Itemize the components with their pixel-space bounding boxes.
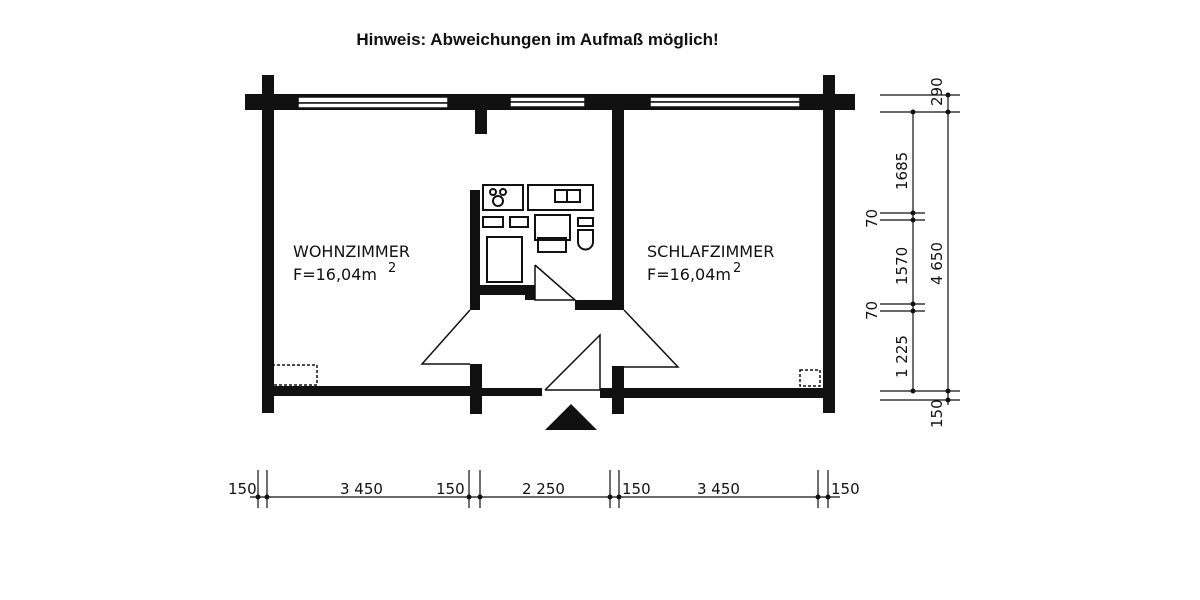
room-name-wohnzimmer: WOHNZIMMER [293,242,410,261]
room-area-wohnzimmer: F=16,04m [293,265,377,284]
svg-text:1 225: 1 225 [893,335,911,378]
washbasin-icon [537,237,567,253]
room-name-schlafzimmer: SCHLAFZIMMER [647,242,774,261]
svg-text:2 250: 2 250 [522,480,565,498]
svg-text:150: 150 [228,480,257,498]
sink-icon [527,184,594,211]
svg-text:3 450: 3 450 [340,480,383,498]
room-area-exp: 2 [733,261,741,276]
stove-icon [482,184,524,211]
toilet-icon [577,229,594,251]
radiator-icon [271,364,318,386]
svg-text:70: 70 [863,209,881,228]
notice-text: Hinweis: Abweichungen im Aufmaß möglich! [356,30,719,49]
entrance-arrow-icon [545,404,597,430]
svg-text:150: 150 [622,480,651,498]
svg-text:1685: 1685 [893,152,911,190]
radiator-icon [799,369,821,387]
windows [297,96,801,109]
svg-text:4 650: 4 650 [928,242,946,285]
svg-text:3 450: 3 450 [697,480,740,498]
shower-icon [486,236,523,283]
horizontal-dimensions [250,470,840,508]
svg-text:1570: 1570 [893,247,911,285]
svg-text:70: 70 [863,301,881,320]
room-area-schlafzimmer: F=16,04m [647,265,731,284]
door-swings [420,264,680,391]
svg-text:150: 150 [928,399,946,428]
vertical-dimensions [880,94,960,405]
svg-text:150: 150 [831,480,860,498]
room-area-exp: 2 [388,261,396,276]
svg-text:290: 290 [928,77,946,106]
svg-text:150: 150 [436,480,465,498]
kitchen-fixtures [482,184,594,283]
